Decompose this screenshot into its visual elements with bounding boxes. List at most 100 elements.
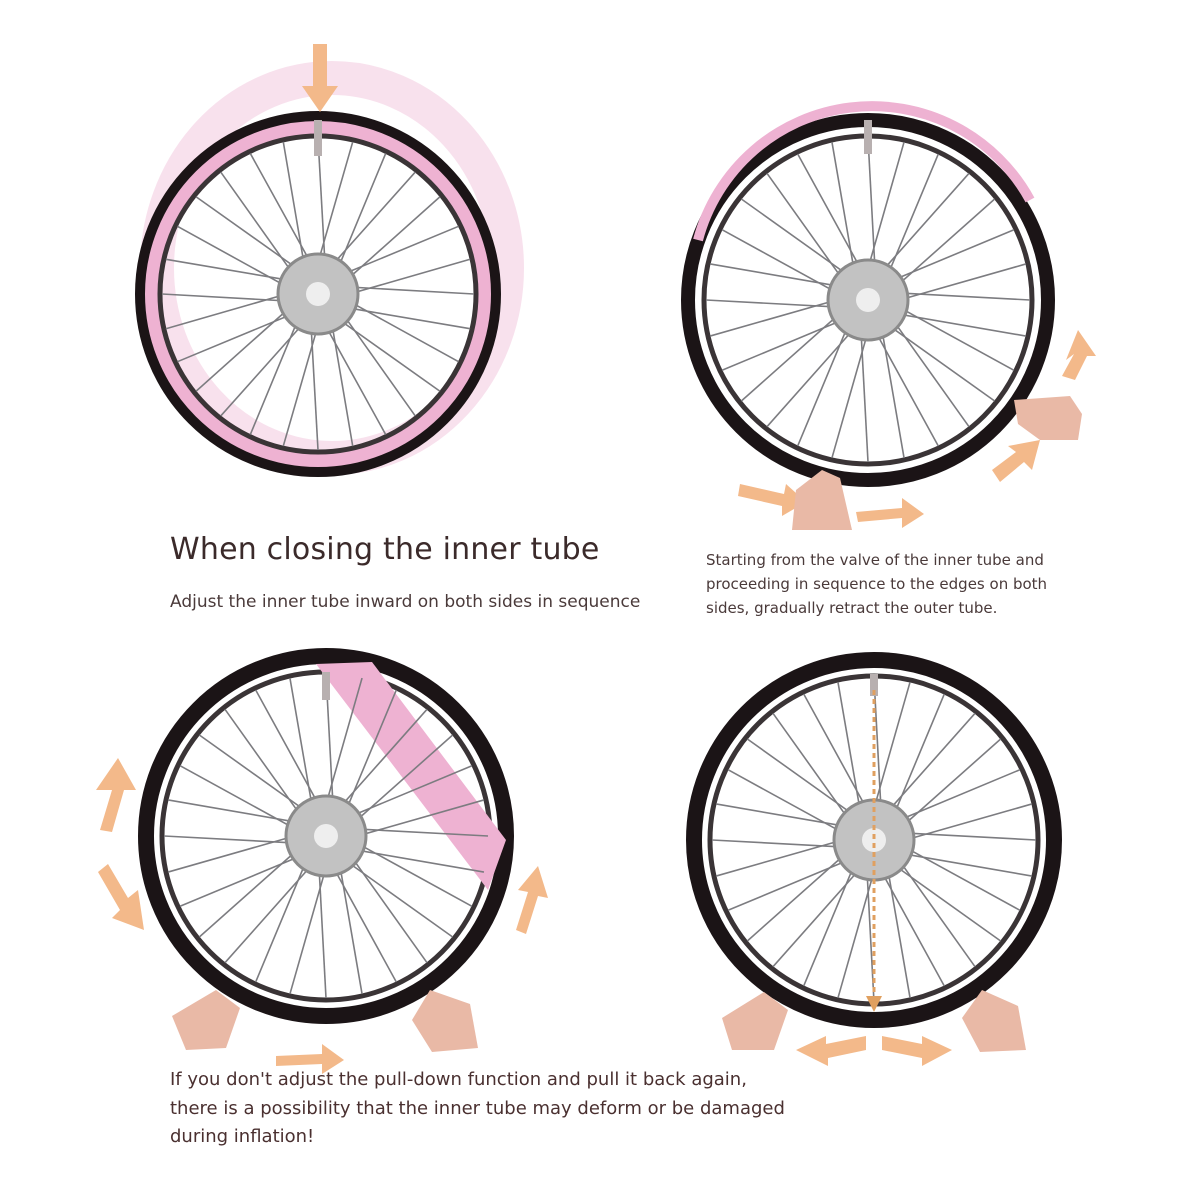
right-arrow-icon bbox=[856, 498, 924, 528]
spoke bbox=[333, 225, 459, 279]
hand-icon bbox=[172, 990, 240, 1050]
spoke bbox=[339, 258, 471, 298]
spoke bbox=[317, 137, 327, 274]
spoke bbox=[884, 858, 1002, 942]
spoke bbox=[766, 172, 850, 290]
hand-icon bbox=[1014, 396, 1082, 440]
spoke bbox=[328, 312, 441, 392]
spoke bbox=[347, 837, 473, 907]
spoke bbox=[888, 198, 996, 294]
spoke bbox=[329, 312, 354, 447]
spokes bbox=[705, 137, 1031, 463]
warning-line: there is a possibility that the inner tu… bbox=[170, 1097, 785, 1119]
spoke bbox=[837, 861, 878, 999]
spoke bbox=[705, 299, 848, 309]
wheel-illustration-bottom-left bbox=[96, 648, 548, 1074]
spokes bbox=[163, 673, 489, 999]
down-arrow-icon bbox=[98, 864, 144, 930]
spoke bbox=[344, 847, 485, 873]
spoke bbox=[766, 320, 862, 428]
description-line: sides, gradually retract the outer tube. bbox=[706, 599, 998, 617]
spoke bbox=[883, 228, 1015, 285]
spoke bbox=[224, 856, 320, 964]
wheel-illustration-top-right bbox=[681, 101, 1096, 530]
spoke bbox=[869, 321, 939, 447]
spoke bbox=[165, 258, 300, 283]
diagonal-arrow-icon bbox=[992, 440, 1040, 482]
spoke bbox=[803, 693, 873, 819]
spoke bbox=[163, 835, 306, 845]
spoke bbox=[715, 836, 853, 877]
spokes bbox=[711, 677, 1037, 1003]
hub-center bbox=[862, 828, 886, 852]
spoke bbox=[195, 196, 308, 276]
spoke bbox=[721, 229, 847, 299]
spoke bbox=[332, 708, 428, 816]
valve bbox=[314, 120, 322, 156]
spoke bbox=[282, 315, 322, 447]
spoke bbox=[224, 708, 308, 826]
spoke bbox=[347, 799, 485, 840]
right-arrow-icon bbox=[882, 1036, 952, 1066]
step-two-description: Starting from the valve of the inner tub… bbox=[706, 548, 1066, 620]
spoke bbox=[874, 172, 970, 280]
description-line: Starting from the valve of the inner tub… bbox=[706, 551, 1044, 569]
spoke bbox=[179, 851, 311, 908]
spoke bbox=[337, 854, 363, 995]
spoke bbox=[772, 712, 856, 830]
right-arrow-icon bbox=[276, 1044, 344, 1074]
spoke bbox=[254, 851, 311, 983]
down-arrow-icon bbox=[866, 996, 882, 1012]
spoke bbox=[341, 689, 398, 821]
spoke bbox=[327, 857, 397, 983]
up-arrow-icon bbox=[1062, 330, 1096, 380]
spoke bbox=[177, 225, 297, 293]
spoke bbox=[875, 861, 945, 987]
spoke bbox=[336, 304, 416, 417]
valve bbox=[864, 120, 872, 154]
hand-icon bbox=[962, 990, 1026, 1052]
spoke bbox=[309, 314, 319, 451]
hub-center bbox=[856, 288, 880, 312]
spoke bbox=[179, 765, 305, 835]
up-arrow-icon bbox=[516, 866, 548, 934]
warning-line: during inflation! bbox=[170, 1126, 315, 1147]
spoke bbox=[894, 831, 1037, 841]
spoke bbox=[859, 320, 869, 463]
spoke bbox=[249, 309, 303, 435]
spoke bbox=[715, 803, 856, 829]
description-line: proceeding in sequence to the edges on b… bbox=[706, 575, 1048, 593]
spoke bbox=[322, 677, 363, 815]
spoke bbox=[709, 296, 847, 337]
spoke bbox=[878, 318, 996, 402]
spoke bbox=[889, 693, 946, 825]
spoke bbox=[338, 285, 475, 295]
valve bbox=[870, 674, 878, 696]
down-arrow-icon bbox=[302, 44, 338, 112]
inner-tube bbox=[693, 101, 1035, 242]
spoke bbox=[802, 855, 859, 987]
spoke bbox=[319, 315, 387, 435]
spoke bbox=[339, 295, 459, 363]
right-arrow-icon bbox=[738, 484, 806, 516]
spoke bbox=[879, 318, 905, 459]
spoke bbox=[895, 803, 1033, 844]
spoke bbox=[721, 315, 853, 372]
hand-icon bbox=[412, 990, 478, 1052]
hand-icon bbox=[792, 470, 852, 530]
spoke bbox=[346, 827, 489, 837]
spoke bbox=[333, 153, 387, 279]
spoke bbox=[255, 689, 325, 815]
spoke bbox=[889, 301, 1015, 371]
spoke bbox=[317, 856, 327, 999]
valve bbox=[322, 672, 330, 700]
spoke bbox=[867, 137, 877, 280]
spoke bbox=[344, 846, 428, 964]
spoke bbox=[711, 839, 854, 849]
spoke bbox=[797, 153, 867, 279]
spoke bbox=[892, 850, 976, 968]
spoke bbox=[831, 141, 857, 282]
tire bbox=[686, 652, 1062, 1028]
spoke bbox=[220, 171, 300, 284]
spoke bbox=[772, 860, 868, 968]
